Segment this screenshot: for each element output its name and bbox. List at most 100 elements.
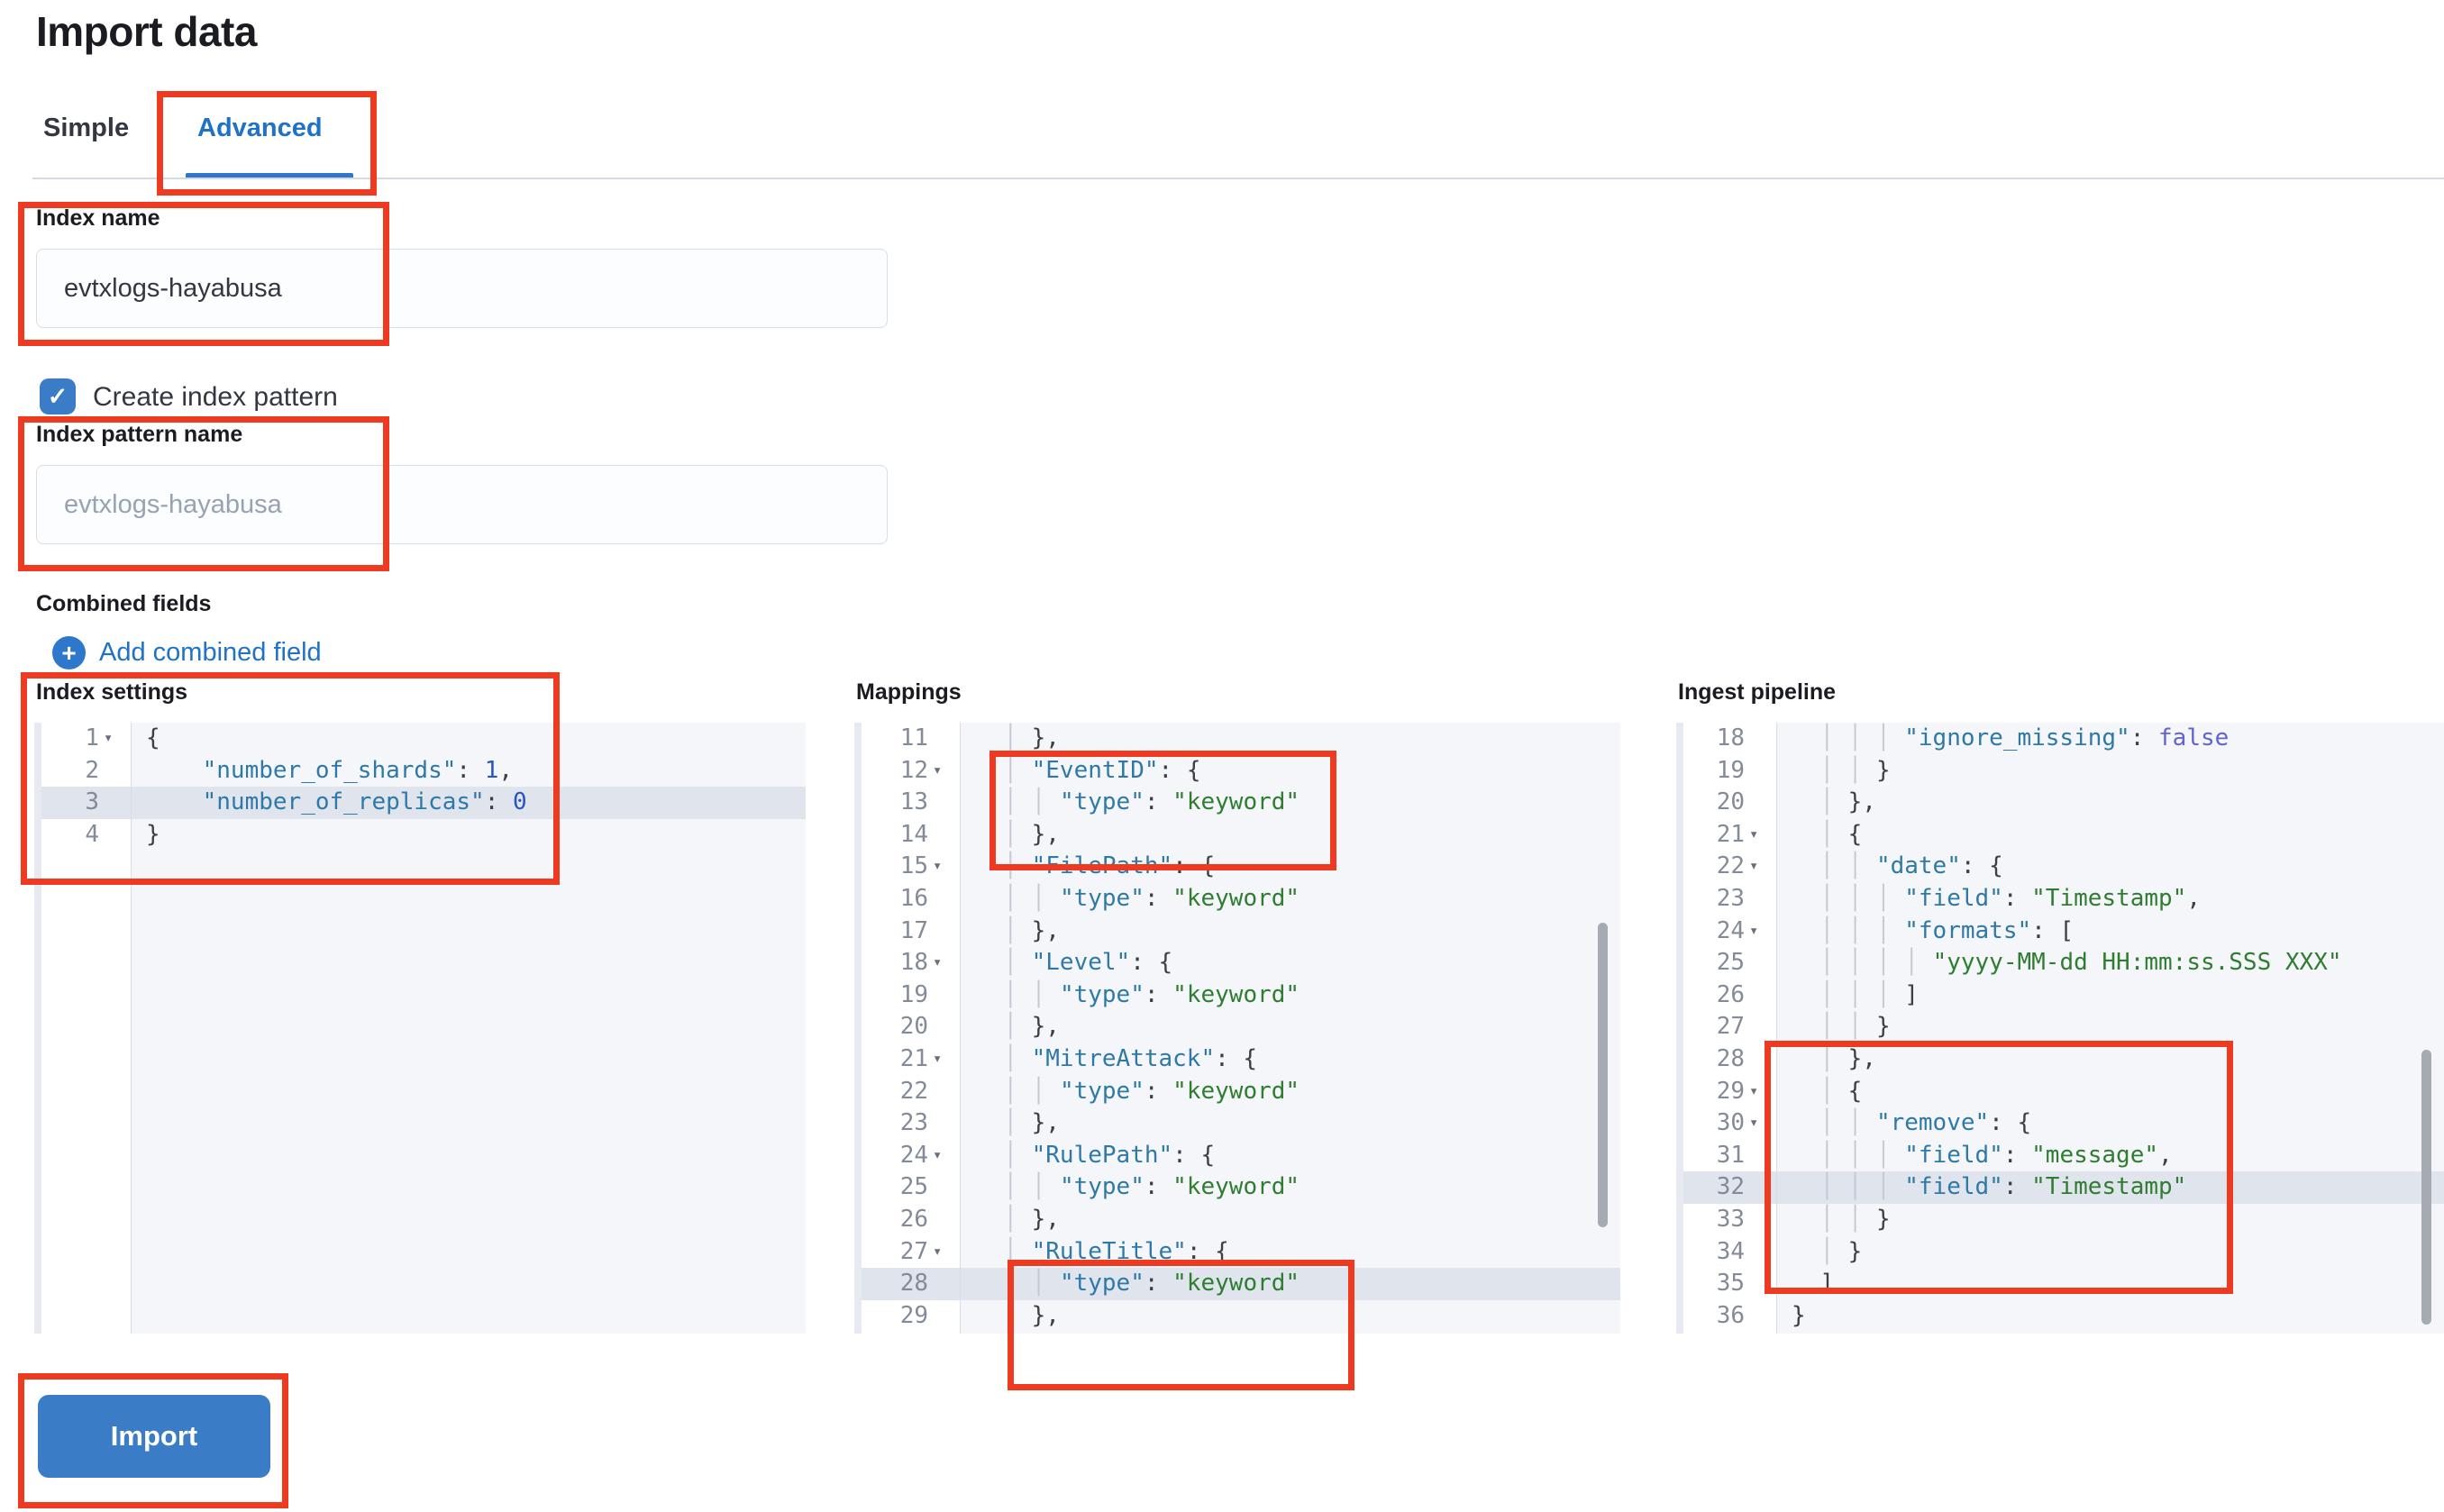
- fold-arrow-icon[interactable]: ▾: [1749, 1081, 1759, 1100]
- code-line-17[interactable]: 17 │ },: [862, 915, 1620, 948]
- code-line-20[interactable]: 20 │ },: [862, 1011, 1620, 1043]
- code-line-28[interactable]: 28 │ },: [1683, 1043, 2444, 1076]
- fold-arrow-placeholder: [928, 883, 960, 915]
- code-line-28[interactable]: 28 │ │ "type": "keyword": [862, 1268, 1620, 1300]
- fold-arrow-placeholder: [1745, 1043, 1776, 1076]
- code-line-19[interactable]: 19 │ │ }: [1683, 754, 2444, 788]
- fold-arrow-placeholder: [1745, 947, 1776, 979]
- code-line-26[interactable]: 26 │ │ │ ]: [1683, 979, 2444, 1012]
- code-line-14[interactable]: 14 │ },: [862, 818, 1620, 852]
- index-name-input[interactable]: [36, 249, 888, 328]
- code-line-2[interactable]: 2 "number_of_shards": 1,: [41, 754, 806, 788]
- code-line-33[interactable]: 33 │ │ }: [1683, 1203, 2444, 1236]
- index-settings-label: Index settings: [36, 679, 188, 705]
- fold-arrow-icon[interactable]: ▾: [933, 1049, 943, 1068]
- code-line-25[interactable]: 25 │ │ "type": "keyword": [862, 1171, 1620, 1204]
- fold-arrow-icon[interactable]: ▾: [1749, 1114, 1759, 1133]
- fold-arrow-icon[interactable]: ▾: [1749, 921, 1759, 940]
- code-line-16[interactable]: 16 │ │ "type": "keyword": [862, 882, 1620, 915]
- code-line-25[interactable]: 25 │ │ │ │ "yyyy-MM-dd HH:mm:ss.SSS XXX": [1683, 947, 2444, 979]
- code-line-31[interactable]: 31 │ │ │ "field": "message",: [1683, 1139, 2444, 1172]
- code-line-13[interactable]: 13 │ │ "type": "keyword": [862, 787, 1620, 819]
- mappings-label: Mappings: [856, 679, 962, 705]
- fold-arrow-placeholder: [928, 979, 960, 1012]
- code-line-3[interactable]: 3 "number_of_replicas": 0: [41, 787, 806, 819]
- fold-arrow-icon[interactable]: ▾: [933, 1242, 943, 1261]
- code-line-26[interactable]: 26 │ },: [862, 1203, 1620, 1236]
- fold-arrow-icon[interactable]: ▾: [1749, 824, 1759, 843]
- add-combined-field-label: Add combined field: [99, 638, 322, 667]
- code-line-22[interactable]: 22 │ │ "type": "keyword": [862, 1075, 1620, 1108]
- fold-arrow-icon[interactable]: ▾: [933, 761, 943, 779]
- fold-arrow-placeholder: [1745, 1140, 1776, 1172]
- code-line-24[interactable]: 24▾ │ │ │ "formats": [: [1683, 915, 2444, 948]
- fold-arrow-placeholder: [928, 1268, 960, 1300]
- annotation-box-advanced-tab: [157, 91, 377, 196]
- fold-arrow-placeholder: [928, 723, 960, 755]
- editor-empty-area[interactable]: [862, 1332, 1620, 1334]
- code-line-21[interactable]: 21▾ │ "MitreAttack": {: [862, 1043, 1620, 1076]
- editor-empty-area[interactable]: [1683, 1332, 2444, 1334]
- code-line-23[interactable]: 23 │ │ │ "field": "Timestamp",: [1683, 882, 2444, 915]
- fold-arrow-placeholder: [1745, 1171, 1776, 1204]
- code-line-27[interactable]: 27▾ │ "RuleTitle": {: [862, 1235, 1620, 1269]
- index-pattern-name-input[interactable]: [36, 465, 888, 544]
- code-line-19[interactable]: 19 │ │ "type": "keyword": [862, 979, 1620, 1012]
- fold-arrow-placeholder: [928, 1300, 960, 1333]
- code-line-30[interactable]: 30▾ │ │ "remove": {: [1683, 1107, 2444, 1140]
- fold-arrow-placeholder: [99, 787, 131, 819]
- code-line-4[interactable]: 4}: [41, 818, 806, 852]
- code-line-23[interactable]: 23 │ },: [862, 1107, 1620, 1140]
- index-name-label: Index name: [36, 205, 160, 231]
- code-line-35[interactable]: 35 ]: [1683, 1268, 2444, 1300]
- fold-arrow-placeholder: [928, 1171, 960, 1204]
- create-index-pattern-checkbox[interactable]: ✓: [40, 378, 76, 414]
- ingest-pipeline-scrollbar[interactable]: [2421, 1050, 2431, 1325]
- code-line-18[interactable]: 18 │ │ │ "ignore_missing": false: [1683, 723, 2444, 755]
- code-line-22[interactable]: 22▾ │ │ "date": {: [1683, 851, 2444, 883]
- code-line-15[interactable]: 15▾ │ "FilePath": {: [862, 851, 1620, 883]
- fold-arrow-icon[interactable]: ▾: [933, 953, 943, 972]
- code-line-11[interactable]: 11 │ },: [862, 723, 1620, 755]
- code-line-24[interactable]: 24▾ │ "RulePath": {: [862, 1139, 1620, 1172]
- code-line-27[interactable]: 27 │ │ }: [1683, 1011, 2444, 1043]
- code-line-12[interactable]: 12▾ │ "EventID": {: [862, 754, 1620, 788]
- fold-arrow-icon[interactable]: ▾: [933, 1145, 943, 1164]
- code-line-29[interactable]: 29▾ │ {: [1683, 1075, 2444, 1108]
- create-index-pattern-label: Create index pattern: [93, 382, 338, 412]
- fold-arrow-placeholder: [1745, 755, 1776, 788]
- add-combined-field-link[interactable]: + Add combined field: [52, 636, 322, 669]
- tab-simple[interactable]: Simple: [43, 114, 130, 142]
- code-line-32[interactable]: 32 │ │ │ "field": "Timestamp": [1683, 1171, 2444, 1204]
- code-line-34[interactable]: 34 │ }: [1683, 1235, 2444, 1269]
- combined-fields-label: Combined fields: [36, 591, 212, 616]
- index-pattern-name-label: Index pattern name: [36, 422, 243, 447]
- fold-arrow-placeholder: [1745, 1011, 1776, 1043]
- tab-advanced[interactable]: Advanced: [197, 114, 323, 142]
- plus-circle-icon: +: [52, 636, 86, 669]
- mappings-editor[interactable]: 11 │ },12▾ │ "EventID": {13 │ │ "type": …: [854, 723, 1620, 1334]
- fold-arrow-placeholder: [1745, 1204, 1776, 1236]
- fold-arrow-placeholder: [928, 819, 960, 852]
- editor-empty-area[interactable]: [41, 851, 806, 1334]
- fold-arrow-icon[interactable]: ▾: [1749, 857, 1759, 876]
- fold-arrow-placeholder: [928, 1204, 960, 1236]
- code-line-20[interactable]: 20 │ },: [1683, 787, 2444, 819]
- code-line-1[interactable]: 1▾{: [41, 723, 806, 755]
- code-line-36[interactable]: 36}: [1683, 1299, 2444, 1333]
- code-line-21[interactable]: 21▾ │ {: [1683, 818, 2444, 852]
- fold-arrow-icon[interactable]: ▾: [933, 857, 943, 876]
- fold-arrow-placeholder: [1745, 723, 1776, 755]
- code-line-29[interactable]: 29 │ },: [862, 1299, 1620, 1333]
- fold-arrow-icon[interactable]: ▾: [104, 729, 114, 747]
- fold-arrow-placeholder: [1745, 1236, 1776, 1269]
- mappings-scrollbar[interactable]: [1598, 923, 1608, 1227]
- page-title: Import data: [36, 8, 257, 55]
- code-line-18[interactable]: 18▾ │ "Level": {: [862, 947, 1620, 979]
- index-settings-editor[interactable]: 1▾{2 "number_of_shards": 1,3 "number_of_…: [34, 723, 806, 1334]
- fold-arrow-placeholder: [1745, 1300, 1776, 1333]
- fold-arrow-placeholder: [1745, 979, 1776, 1012]
- import-button[interactable]: Import: [38, 1395, 270, 1478]
